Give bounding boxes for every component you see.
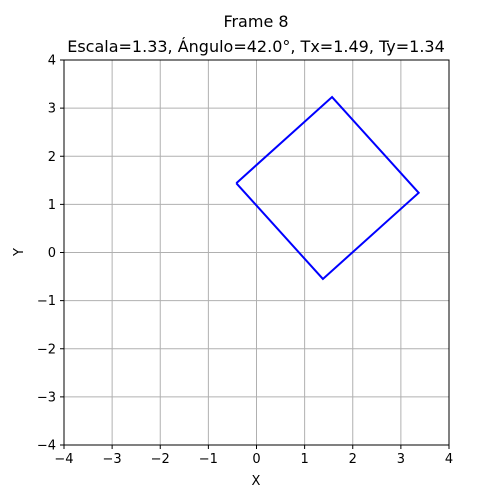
y-tick-label: 4 (48, 54, 56, 69)
x-tick-label: 2 (349, 452, 357, 467)
y-tick-label: 0 (48, 246, 56, 261)
chart-title: Frame 8 (223, 12, 288, 31)
x-tick-label: 0 (252, 452, 260, 467)
x-tick-label: −3 (103, 452, 122, 467)
tick-marks (60, 59, 450, 449)
y-tick-label: 1 (48, 198, 56, 213)
x-tick-label: 1 (300, 452, 308, 467)
y-tick-labels: −4 −3 −2 −1 0 1 2 3 4 (37, 54, 56, 454)
x-tick-label: −2 (151, 452, 170, 467)
x-tick-label: 4 (445, 452, 453, 467)
y-tick-label: −2 (37, 342, 56, 357)
x-axis-label: X (252, 474, 261, 489)
x-tick-labels: −4 −3 −2 −1 0 1 2 3 4 (54, 452, 453, 467)
series-layer (235, 95, 421, 281)
chart-subtitle: Escala=1.33, Ángulo=42.0°, Tx=1.49, Ty=1… (67, 37, 445, 56)
y-tick-label: 3 (48, 102, 56, 117)
y-tick-label: 2 (48, 150, 56, 165)
y-tick-label: −1 (37, 294, 56, 309)
y-tick-label: −3 (37, 390, 56, 405)
x-tick-label: 3 (397, 452, 405, 467)
series-line (235, 95, 421, 281)
y-axis-label: Y (12, 248, 27, 257)
x-tick-label: −1 (199, 452, 218, 467)
x-tick-label: −4 (54, 452, 73, 467)
y-tick-label: −4 (37, 439, 56, 454)
